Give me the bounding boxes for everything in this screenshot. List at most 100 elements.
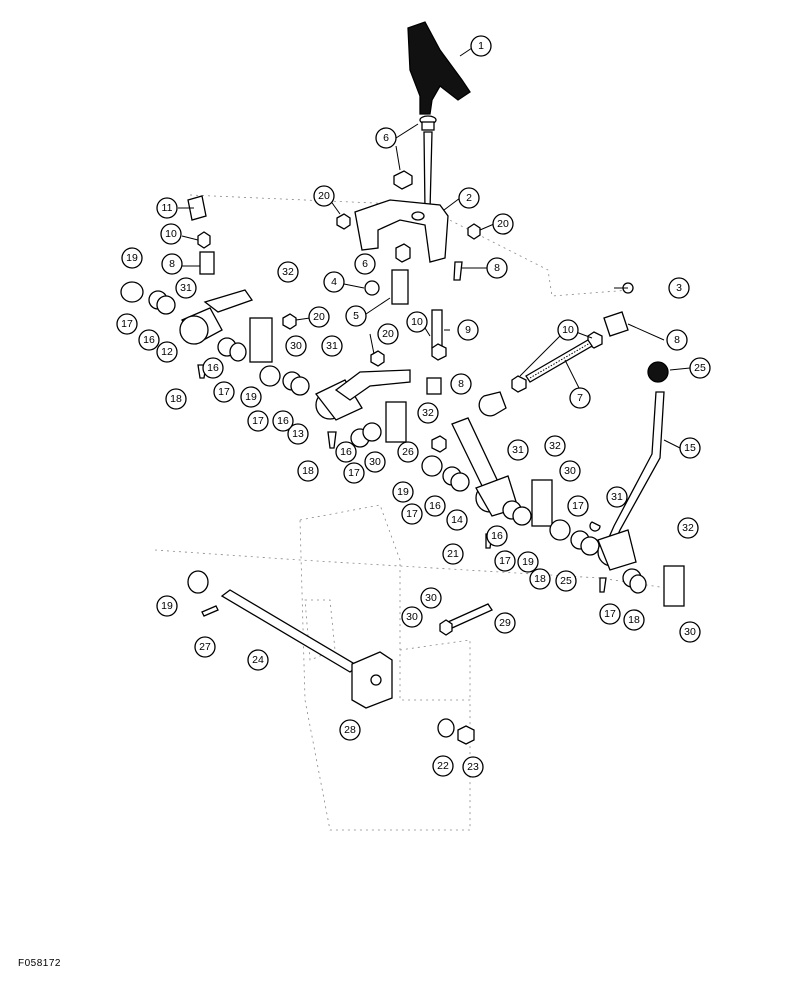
svg-text:25: 25: [694, 362, 706, 374]
callout-10a: 10: [160, 223, 182, 245]
svg-text:8: 8: [494, 262, 500, 274]
svg-text:17: 17: [604, 608, 616, 620]
svg-text:31: 31: [512, 444, 524, 456]
callout-8c: 8: [666, 329, 688, 351]
svg-text:8: 8: [674, 334, 680, 346]
callout-28: 30: [420, 587, 442, 609]
shift-handle: [407, 21, 471, 211]
svg-text:24: 24: [252, 654, 264, 666]
callout-31c: 31: [507, 439, 529, 461]
callout-17a: 17: [116, 313, 138, 335]
svg-text:19: 19: [245, 391, 257, 403]
callout-6a: 6: [375, 127, 397, 149]
svg-text:20: 20: [497, 218, 509, 230]
callout-20b: 20: [492, 213, 514, 235]
callout-20c: 20: [308, 306, 330, 328]
svg-text:20: 20: [313, 311, 325, 323]
gear-lever: [549, 361, 685, 607]
svg-text:17: 17: [406, 508, 418, 520]
callout-25b: 22: [432, 755, 454, 777]
callout-3: 3: [668, 277, 690, 299]
middle-shaft-assembly: [259, 365, 411, 449]
callout-16h: 17: [599, 603, 621, 625]
callout-10c: 10: [557, 319, 579, 341]
callout-30b: 30: [364, 451, 386, 473]
svg-text:5: 5: [353, 310, 359, 322]
callout-21: 25: [689, 357, 711, 379]
right-shaft-assembly: [421, 417, 553, 549]
callout-16f: 16: [486, 525, 508, 547]
callout-16c: 16: [272, 410, 294, 432]
callout-17g: 18: [529, 568, 551, 590]
callout-1: 1: [470, 35, 492, 57]
svg-text:30: 30: [564, 465, 576, 477]
callout-17h: 18: [623, 609, 645, 631]
figure-code: F058172: [18, 958, 61, 969]
svg-text:19: 19: [522, 556, 534, 568]
callout-32b: 32: [417, 402, 439, 424]
mounting-bracket: [354, 199, 449, 263]
svg-text:20: 20: [382, 328, 394, 340]
svg-text:26: 26: [402, 446, 414, 458]
callout-26: 23: [462, 756, 484, 778]
svg-text:31: 31: [611, 491, 623, 503]
callout-5: 5: [345, 305, 367, 327]
svg-text:8: 8: [169, 258, 175, 270]
callout-13: 13: [287, 423, 309, 445]
svg-text:31: 31: [180, 282, 192, 294]
callout-20a: 20: [313, 185, 335, 207]
svg-text:20: 20: [318, 190, 330, 202]
callout-17b: 17: [213, 381, 235, 403]
callout-10b: 10: [406, 311, 428, 333]
callout-17e: 17: [401, 503, 423, 525]
svg-text:4: 4: [331, 276, 337, 288]
svg-text:27: 27: [199, 641, 211, 653]
callout-19b: 19: [240, 386, 262, 408]
svg-text:17: 17: [121, 318, 133, 330]
callout-8d: 8: [450, 373, 472, 395]
callout-31d: 31: [606, 486, 628, 508]
svg-text:18: 18: [628, 614, 640, 626]
svg-text:30: 30: [369, 456, 381, 468]
svg-text:16: 16: [429, 500, 441, 512]
callout-31b: 31: [321, 335, 343, 357]
callout-17d: 17: [343, 462, 365, 484]
callout-7: 7: [569, 387, 591, 409]
svg-text:19: 19: [126, 252, 138, 264]
svg-text:10: 10: [411, 316, 423, 328]
callout-6b: 6: [354, 253, 376, 275]
svg-text:6: 6: [362, 258, 368, 270]
callout-19e: 19: [156, 595, 178, 617]
callout-32c: 32: [544, 435, 566, 457]
svg-text:14: 14: [451, 514, 463, 526]
svg-text:30: 30: [290, 340, 302, 352]
callout-19a: 19: [121, 247, 143, 269]
svg-text:15: 15: [684, 442, 696, 454]
svg-text:28: 28: [344, 724, 356, 736]
svg-text:10: 10: [165, 228, 177, 240]
svg-text:22: 22: [437, 760, 449, 772]
svg-text:17: 17: [252, 415, 264, 427]
svg-text:29: 29: [499, 617, 511, 629]
svg-text:25: 25: [560, 575, 572, 587]
svg-text:17: 17: [572, 500, 584, 512]
callout-16g: 17: [567, 495, 589, 517]
cross-shaft: [187, 435, 493, 745]
svg-text:32: 32: [422, 407, 434, 419]
svg-text:32: 32: [682, 522, 694, 534]
svg-text:23: 23: [467, 761, 479, 773]
svg-text:17: 17: [348, 467, 360, 479]
callout-30a: 30: [285, 335, 307, 357]
hardware: [187, 170, 634, 417]
svg-text:12: 12: [161, 346, 173, 358]
callout-30e: 30: [679, 621, 701, 643]
callout-18a: 18: [165, 388, 187, 410]
callout-11: 11: [156, 197, 178, 219]
svg-text:9: 9: [465, 324, 471, 336]
callout-23: 27: [194, 636, 216, 658]
callout-4: 4: [323, 271, 345, 293]
svg-text:30: 30: [406, 611, 418, 623]
callout-15: 15: [679, 437, 701, 459]
svg-text:21: 21: [447, 548, 459, 560]
